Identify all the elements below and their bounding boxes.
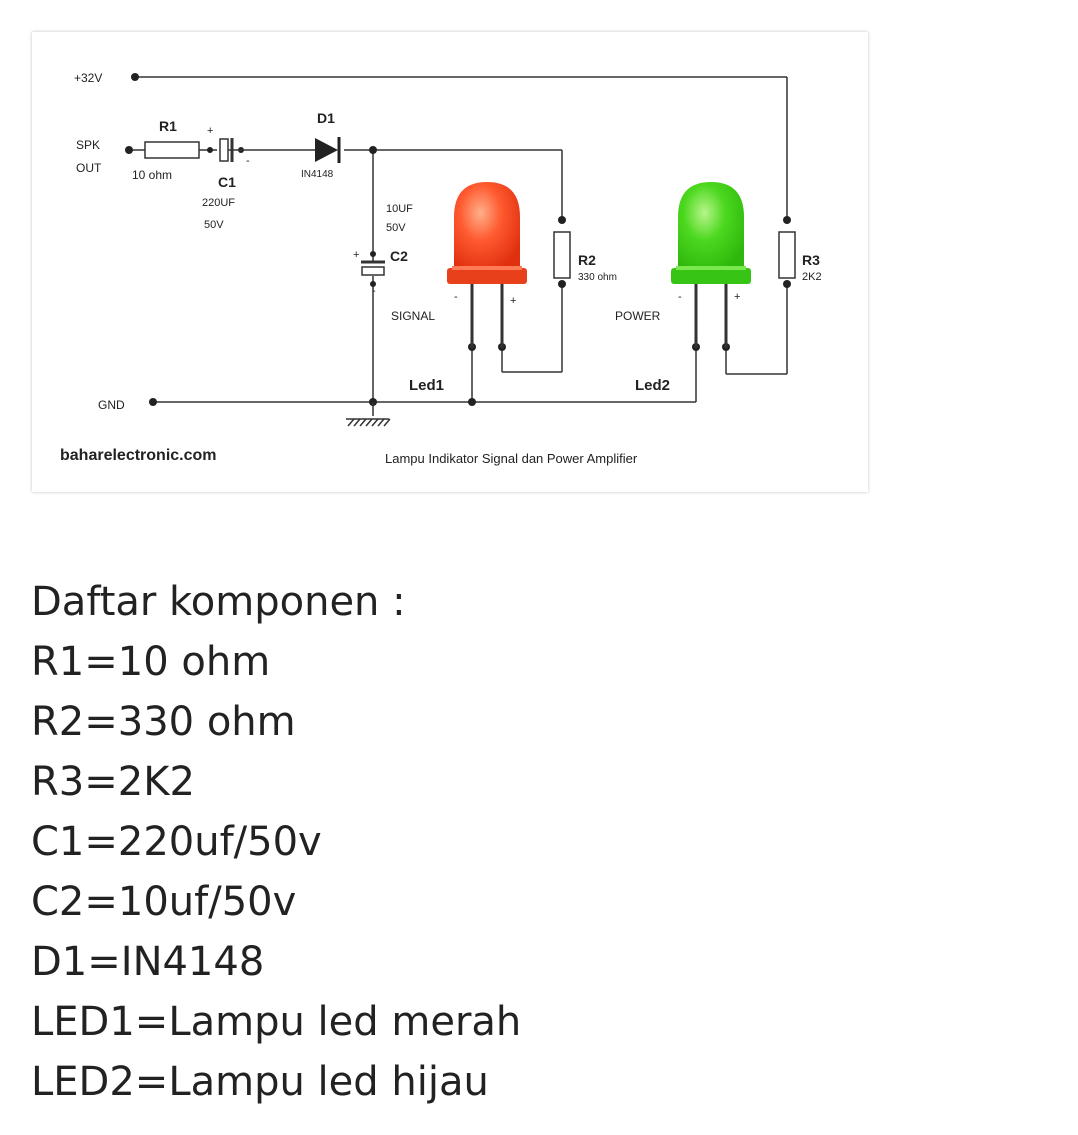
- component-item: C1=220uf/50v: [31, 819, 322, 865]
- polarity-marks: + - + - - + - +: [207, 125, 740, 307]
- component-list-heading: Daftar komponen :: [31, 579, 406, 625]
- svg-text:-: -: [246, 155, 250, 167]
- ground-icon: [346, 402, 391, 427]
- wires: [130, 76, 788, 403]
- r2-label: R2: [578, 252, 596, 268]
- d1-label: D1: [317, 110, 335, 126]
- svg-text:-: -: [372, 285, 376, 297]
- led1-red-icon: [447, 182, 527, 348]
- signal-label: SIGNAL: [391, 309, 435, 323]
- spk-label-1: SPK: [76, 138, 100, 152]
- svg-text:+: +: [734, 291, 740, 303]
- r1-value: 10 ohm: [132, 168, 172, 182]
- component-item: R3=2K2: [31, 759, 195, 805]
- component-list: Daftar komponen : R1=10 ohm R2=330 ohm R…: [31, 572, 1031, 1112]
- svg-text:-: -: [678, 291, 682, 303]
- diagram-caption: Lampu Indikator Signal dan Power Amplifi…: [385, 451, 638, 466]
- svg-text:+: +: [510, 295, 516, 307]
- svg-text:-: -: [454, 291, 458, 303]
- site-watermark: baharelectronic.com: [60, 447, 217, 464]
- r1-resistor: [144, 141, 200, 159]
- r3-resistor: [778, 231, 796, 279]
- c2-value-2: 50V: [386, 222, 406, 234]
- component-item: LED1=Lampu led merah: [31, 999, 522, 1045]
- led1-label: Led1: [409, 377, 444, 394]
- led2-label: Led2: [635, 377, 670, 394]
- d1-value: IN4148: [301, 169, 334, 180]
- r3-label: R3: [802, 252, 820, 268]
- r2-resistor: [553, 231, 571, 279]
- component-item: D1=IN4148: [31, 939, 265, 985]
- c2-capacitor: [361, 260, 385, 276]
- gnd-label: GND: [98, 398, 125, 412]
- schematic-image: + - + - - + - + +32V SPK OUT R1 10 ohm C…: [32, 32, 868, 492]
- circuit-diagram: + - + - - + - + +32V SPK OUT R1 10 ohm C…: [60, 71, 822, 466]
- component-item: LED2=Lampu led hijau: [31, 1059, 489, 1105]
- c1-label: C1: [218, 174, 236, 190]
- c1-capacitor: [219, 138, 245, 162]
- r1-label: R1: [159, 118, 177, 134]
- r2-value: 330 ohm: [578, 272, 617, 283]
- power-label: POWER: [615, 309, 661, 323]
- c2-value-1: 10UF: [386, 203, 413, 215]
- svg-text:+: +: [207, 125, 213, 137]
- c2-label: C2: [390, 248, 408, 264]
- component-item: R2=330 ohm: [31, 699, 296, 745]
- led2-green-icon: [671, 182, 751, 348]
- component-item: C2=10uf/50v: [31, 879, 297, 925]
- vcc-label: +32V: [74, 71, 102, 85]
- c1-value-1: 220UF: [202, 197, 235, 209]
- component-item: R1=10 ohm: [31, 639, 271, 685]
- d1-diode: [315, 137, 341, 163]
- svg-text:+: +: [353, 249, 359, 261]
- c1-value-2: 50V: [204, 219, 224, 231]
- spk-label-2: OUT: [76, 161, 102, 175]
- r3-value: 2K2: [802, 271, 822, 283]
